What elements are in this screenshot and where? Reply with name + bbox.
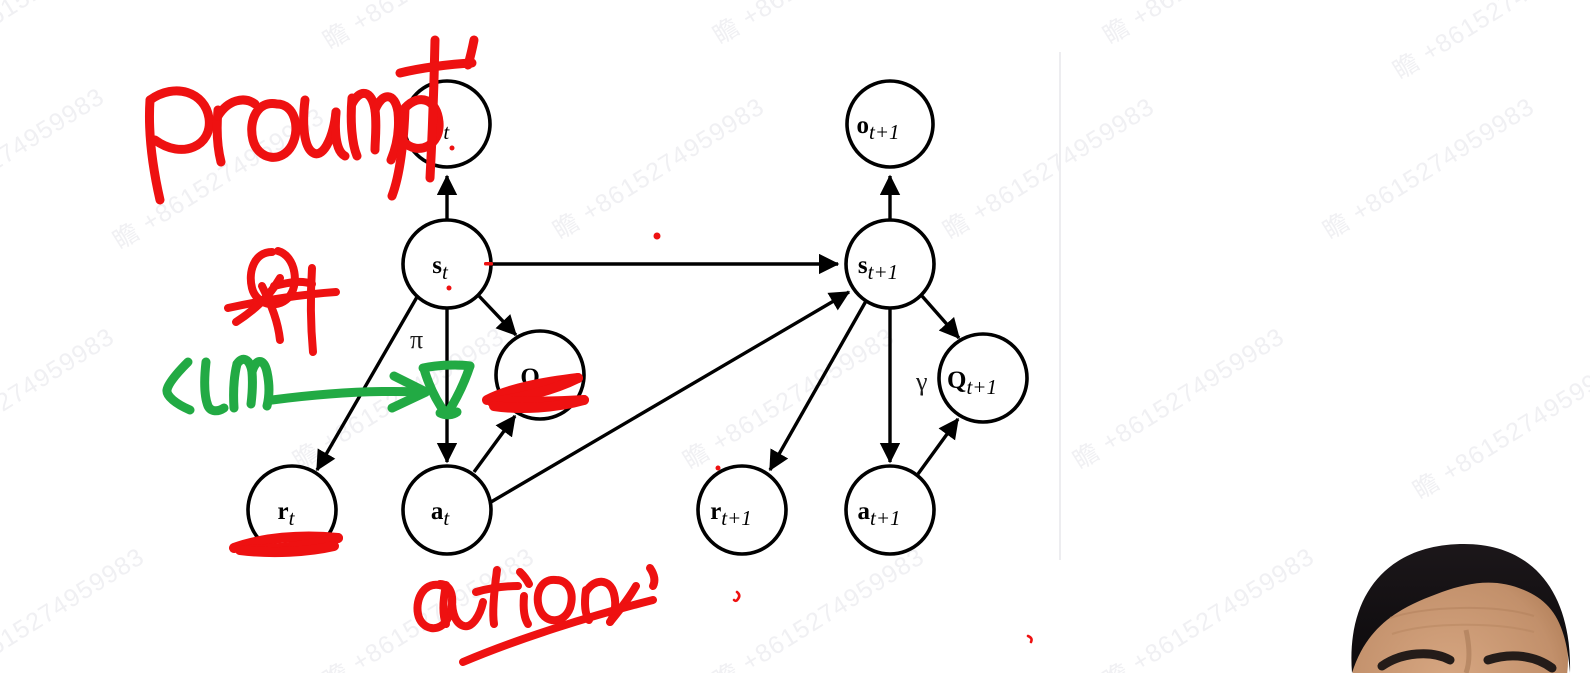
svg-text:rt: rt	[278, 498, 296, 530]
node-s-t1[interactable]: st+1	[844, 218, 936, 310]
node-o-t[interactable]: ot	[402, 79, 492, 169]
node-o-t-sub: t	[443, 120, 450, 144]
node-s-t-base: s	[432, 252, 442, 279]
edge-at1-qt1	[916, 417, 960, 475]
edge-at-qt	[472, 414, 517, 474]
edge-st1-rt1	[768, 300, 868, 472]
edge-st-qt	[477, 294, 518, 337]
svg-text:st: st	[432, 252, 449, 284]
node-q-t1-base: Q	[947, 367, 966, 394]
node-q-t-base: Q	[520, 364, 539, 391]
svg-text:rt+1: rt+1	[710, 498, 752, 530]
edge-label-gamma: γ	[915, 367, 928, 396]
node-a-t-base: a	[431, 498, 444, 525]
edge-st1-qt1	[920, 294, 961, 340]
node-r-t1[interactable]: rt+1	[696, 464, 788, 556]
edge-label-pi: π	[410, 325, 423, 354]
svg-text:st+1: st+1	[858, 252, 898, 284]
svg-text:ot+1: ot+1	[856, 112, 899, 144]
node-q-t1-sub: t+1	[966, 375, 997, 399]
edge-at-st1	[490, 290, 851, 504]
node-s-t1-sub: t+1	[868, 260, 899, 284]
node-a-t1-base: a	[857, 498, 870, 525]
node-a-t1-sub: t+1	[870, 506, 901, 530]
node-r-t1-sub: t+1	[721, 506, 752, 530]
node-o-t1-base: o	[856, 112, 869, 139]
node-r-t1-base: r	[710, 498, 721, 525]
edge-st-rt	[315, 296, 419, 472]
node-s-t-sub: t	[442, 260, 449, 284]
node-o-t1-sub: t+1	[869, 120, 900, 144]
node-r-t-sub: t	[289, 506, 296, 530]
node-o-t-base: o	[431, 112, 444, 139]
stray-ink-dots	[446, 145, 1033, 644]
node-a-t1[interactable]: at+1	[844, 464, 936, 556]
node-r-t[interactable]: rt	[246, 464, 338, 556]
svg-text:at+1: at+1	[857, 498, 900, 530]
node-r-t-base: r	[278, 498, 289, 525]
hair-shape	[1351, 543, 1571, 673]
graph-nodes: ot st Qt rt	[246, 79, 1029, 556]
node-s-t1-base: s	[858, 252, 868, 279]
node-a-t-sub: t	[443, 506, 450, 530]
node-a-t[interactable]: at	[401, 464, 493, 556]
svg-text:at: at	[431, 498, 451, 530]
presenter-webcam-overlay	[1320, 510, 1590, 673]
node-s-t[interactable]: st	[401, 218, 493, 310]
presenter-head-graphic	[1320, 510, 1590, 673]
node-o-t1[interactable]: ot+1	[845, 79, 935, 169]
svg-text:Qt+1: Qt+1	[947, 367, 997, 399]
node-q-t1[interactable]: Qt+1	[937, 332, 1029, 424]
node-q-t[interactable]: Qt	[494, 329, 586, 421]
